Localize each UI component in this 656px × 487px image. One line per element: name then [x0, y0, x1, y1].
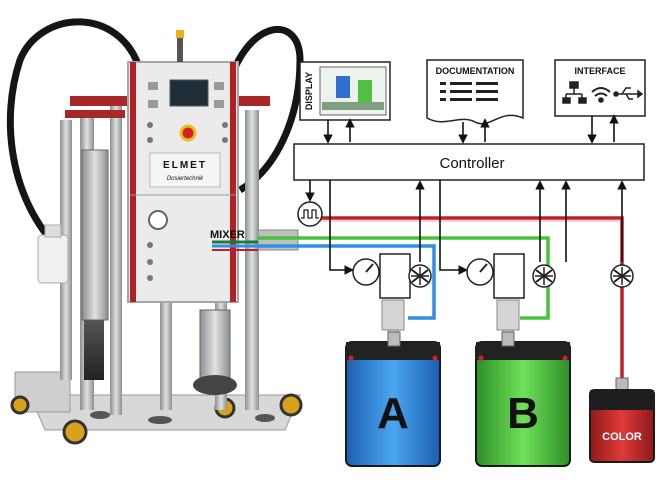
pump-a-housing	[381, 299, 405, 331]
tank-b-label: B	[507, 389, 539, 438]
color-label: COLOR	[602, 431, 642, 443]
documentation-box: DOCUMENTATION	[426, 59, 524, 125]
usb-icon	[613, 87, 644, 100]
pump-b-assembly	[466, 253, 556, 299]
tank-a-label: A	[377, 389, 409, 438]
color-valve	[610, 264, 634, 288]
pump-b-housing	[496, 299, 520, 331]
top-signal-arrows	[323, 114, 619, 144]
component-a-line	[258, 244, 436, 320]
left-hose	[6, 18, 144, 253]
solvent-tank	[37, 234, 69, 284]
documentation-label: DOCUMENTATION	[436, 66, 515, 76]
right-hose	[221, 26, 304, 194]
interface-box: INTERFACE	[554, 59, 646, 117]
display-box: DISPLAY	[299, 61, 391, 121]
pump-a-assembly	[352, 253, 432, 299]
brand-plate	[149, 152, 221, 188]
wifi-icon	[591, 87, 611, 103]
emergency-stop-button	[179, 124, 197, 142]
brand-text: ELMET	[163, 160, 207, 171]
pulse-icon	[297, 201, 323, 227]
color-container: COLOR	[589, 377, 655, 463]
controller-signal-arrows	[305, 180, 627, 275]
pump-cylinder-left	[81, 149, 109, 321]
floor-pads	[90, 411, 275, 424]
dosing-machine-photo: ELMET Dosiertechnik	[6, 18, 304, 445]
mixer-label: MIXER	[210, 229, 245, 241]
document-icon	[426, 59, 524, 125]
tank-b: B	[475, 331, 571, 467]
cabinet-gauge	[148, 210, 168, 230]
network-icon	[562, 81, 587, 104]
tank-b-lid	[476, 342, 570, 360]
display-label: DISPLAY	[304, 72, 314, 110]
interface-label: INTERFACE	[574, 66, 625, 76]
beacon-light	[177, 35, 183, 62]
tank-a-lid	[346, 342, 440, 360]
controller-box: Controller	[293, 143, 645, 181]
machine-screen	[169, 79, 209, 107]
controller-label: Controller	[439, 155, 504, 172]
tank-a: A	[345, 331, 441, 467]
brand-subtext: Dosiertechnik	[167, 176, 204, 182]
